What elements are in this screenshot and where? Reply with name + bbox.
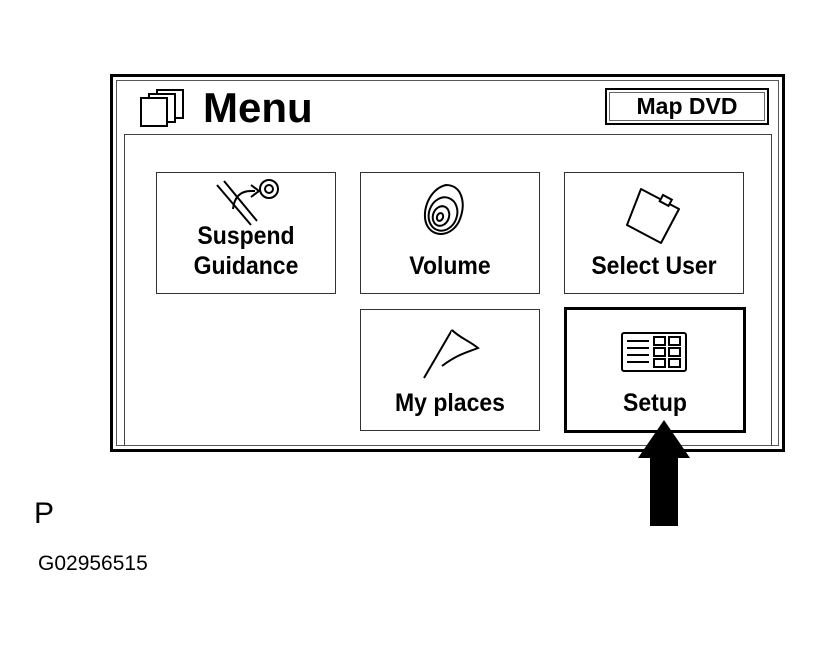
arrow-up-icon [638, 420, 690, 526]
select-user-button[interactable]: Select User [564, 172, 744, 294]
flag-icon [423, 329, 480, 379]
card-icon [626, 188, 680, 244]
volume-button[interactable]: Volume [360, 172, 540, 294]
page-title: Menu [203, 84, 313, 131]
speaker-icon [423, 183, 464, 235]
select-user-label: Select User [591, 252, 717, 280]
menu-grid: Suspend Guidance Volume Select User [124, 134, 772, 446]
navigation-screen: Menu Map DVD Suspend Guidance Volume [110, 74, 785, 452]
settings-grid-icon [621, 332, 687, 372]
suspend-guidance-label-2: Guidance [193, 252, 299, 280]
suspend-guidance-label-1: Suspend [197, 222, 295, 250]
my-places-label: My places [395, 389, 505, 417]
figure-code: G02956515 [38, 552, 148, 575]
volume-label: Volume [409, 252, 491, 280]
map-dvd-button[interactable]: Map DVD [605, 88, 769, 125]
my-places-button[interactable]: My places [360, 309, 540, 431]
setup-button[interactable]: Setup [564, 307, 746, 433]
figure-letter: P [34, 497, 55, 530]
route-cancel-icon [216, 179, 279, 226]
suspend-guidance-button[interactable]: Suspend Guidance [156, 172, 336, 294]
menu-stack-icon [140, 89, 184, 127]
setup-label: Setup [623, 389, 687, 417]
